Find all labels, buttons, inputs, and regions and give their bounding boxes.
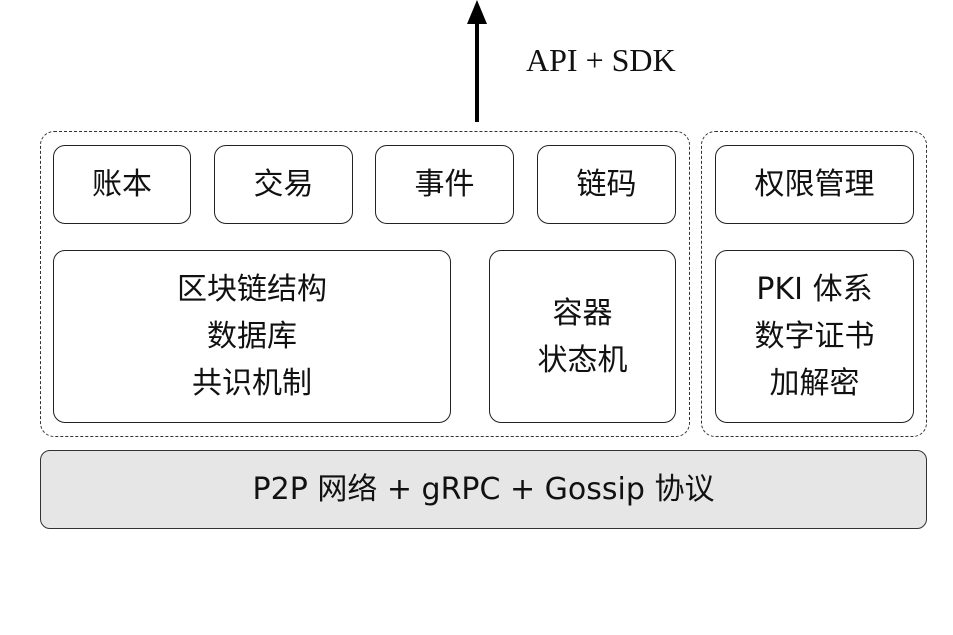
- digital-certificate-label: 数字证书: [754, 319, 875, 354]
- blockchain-structure-label: 区块链结构: [177, 272, 327, 307]
- transaction-label: 交易: [253, 166, 314, 202]
- permission-box: 权限管理: [715, 145, 914, 224]
- database-label: 数据库: [207, 319, 297, 354]
- security-components-group: [701, 131, 927, 437]
- consensus-label: 共识机制: [192, 366, 312, 401]
- storage-consensus-box: 区块链结构 数据库 共识机制: [53, 250, 451, 423]
- chaincode-label: 链码: [576, 166, 637, 202]
- container-statemachine-box: 容器 状态机: [489, 250, 676, 423]
- transaction-box: 交易: [214, 145, 353, 224]
- permission-label: 权限管理: [754, 166, 875, 202]
- core-components-group: [40, 131, 690, 437]
- chaincode-box: 链码: [537, 145, 676, 224]
- upward-arrow-icon: [467, 0, 487, 122]
- event-box: 事件: [375, 145, 514, 224]
- network-protocol-label: P2P 网络 + gRPC + Gossip 协议: [252, 471, 715, 507]
- ledger-label: 账本: [92, 166, 152, 202]
- container-label: 容器: [552, 295, 613, 331]
- network-protocol-layer: P2P 网络 + gRPC + Gossip 协议: [40, 450, 927, 529]
- pki-system-label: PKI 体系: [756, 272, 873, 307]
- encryption-label: 加解密: [769, 366, 860, 401]
- pki-box: PKI 体系 数字证书 加解密: [715, 250, 914, 423]
- ledger-box: 账本: [53, 145, 191, 224]
- event-label: 事件: [414, 166, 475, 202]
- state-machine-label: 状态机: [537, 342, 628, 378]
- api-sdk-label: API + SDK: [526, 42, 676, 78]
